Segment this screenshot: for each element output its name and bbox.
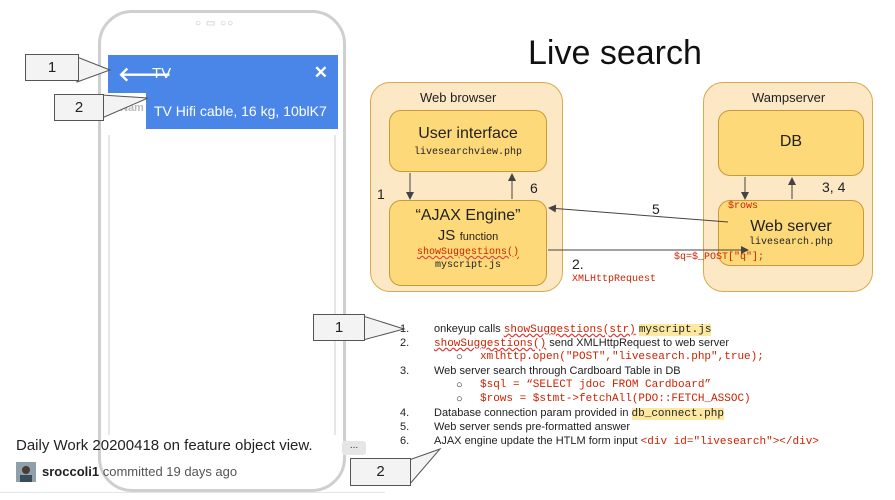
ajax-title: “AJAX Engine”: [415, 207, 521, 224]
ajax-js: JS: [437, 227, 456, 244]
web-browser-label: Web browser: [420, 90, 497, 105]
step-label-5: 5: [652, 201, 660, 217]
commit-title[interactable]: Daily Work 20200418 on feature object vi…: [16, 437, 313, 454]
commit-meta: sroccoli1 committed 19 days ago: [42, 464, 237, 479]
expand-commit-button[interactable]: ...: [342, 441, 366, 455]
commit-time: committed 19 days ago: [102, 464, 238, 479]
ui-title: User interface: [418, 125, 518, 142]
arrow-left-icon[interactable]: 🡐: [118, 64, 172, 86]
arrow-ws-to-ajax: [548, 204, 729, 223]
step-label-6: 6: [530, 180, 538, 196]
ws-file: livesearch.php: [748, 237, 833, 248]
db-box: DB: [718, 110, 864, 176]
ajax-engine-box: “AJAX Engine” JS function showSuggestion…: [389, 200, 547, 286]
close-icon[interactable]: ✕: [313, 63, 328, 82]
search-bar[interactable]: 🡐 TV ✕: [108, 55, 338, 93]
xhr-label: XMLHttpRequest: [572, 274, 657, 285]
web-server-box: Web server livesearch.php: [718, 200, 864, 266]
post-var: $q=$_POST["q"];: [674, 252, 765, 263]
steps-list: 1. onkeyup calls showSuggestions(str) my…: [400, 323, 819, 448]
avatar-icon: [16, 462, 36, 482]
ws-title: Web server: [750, 218, 832, 235]
ajax-function: function: [459, 231, 499, 243]
user-interface-box: User interface livesearchview.php: [389, 110, 547, 172]
callout-2: 2: [54, 94, 104, 121]
avatar[interactable]: [16, 462, 36, 482]
step-label-34: 3, 4: [822, 179, 846, 195]
phone-edge-left: [108, 135, 110, 435]
callout-3: 1: [313, 314, 365, 341]
search-input[interactable]: TV: [152, 65, 172, 82]
callout-4: 2: [350, 458, 411, 486]
rows-var: $rows: [728, 201, 759, 212]
wampserver-label: Wampserver: [752, 90, 826, 105]
ui-file: livesearchview.php: [413, 147, 523, 158]
ajax-file: myscript.js: [434, 260, 501, 271]
commit-author[interactable]: sroccoli1: [42, 464, 100, 479]
ajax-call: showSuggestions(): [416, 247, 520, 258]
suggestion-item[interactable]: TV Hifi cable, 16 kg, 10blK7: [146, 93, 338, 129]
phone-edge-right: [334, 135, 336, 435]
diagram-title: Live search: [528, 34, 702, 72]
callout-1: 1: [25, 54, 79, 81]
step-label-2: 2.: [572, 256, 584, 272]
db-title: DB: [779, 133, 803, 150]
phone-speaker: ○ ▭ ○○: [195, 18, 235, 29]
step-label-1: 1: [377, 186, 385, 202]
divider: [0, 492, 385, 493]
